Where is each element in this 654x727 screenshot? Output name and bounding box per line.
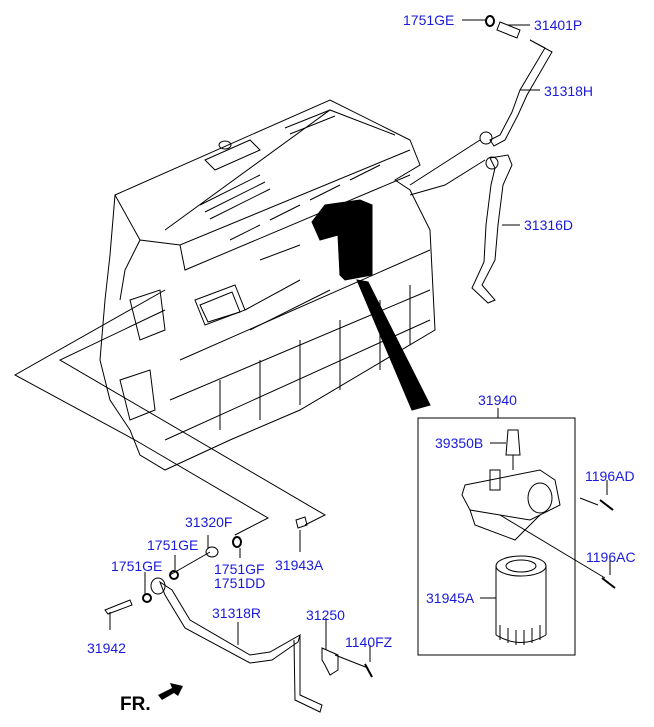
seal-ring-icon: [485, 15, 495, 27]
fitting-icon: [496, 21, 521, 39]
oil-filter-silhouette: [311, 199, 373, 281]
part-label-39350B[interactable]: 39350B: [435, 435, 484, 451]
part-label-1751GF[interactable]: 1751GF: [214, 561, 265, 577]
part-label-1140FZ[interactable]: 1140FZ: [345, 634, 393, 650]
part-label-31250[interactable]: 31250: [306, 607, 345, 623]
part-label-1751DD[interactable]: 1751DD: [214, 575, 266, 591]
part-label-31318H[interactable]: 31318H: [544, 83, 594, 99]
part-label-31943A[interactable]: 31943A: [275, 557, 324, 573]
part-label-1751GE-low[interactable]: 1751GE: [111, 558, 163, 574]
part-label-1751GE-top[interactable]: 1751GE: [403, 12, 455, 28]
part-label-31940[interactable]: 31940: [478, 392, 517, 408]
front-arrow-icon: [158, 683, 183, 700]
part-label-31401P[interactable]: 31401P: [534, 17, 583, 33]
front-indicator: FR.: [120, 694, 151, 715]
part-label-31318R[interactable]: 31318R: [212, 605, 262, 621]
part-label-1196AD[interactable]: 1196AD: [585, 468, 635, 484]
part-label-31945A[interactable]: 31945A: [426, 590, 475, 606]
part-label-1196AC[interactable]: 1196AC: [586, 549, 636, 565]
engine-block-illustration: [99, 99, 436, 471]
leader-wedge: [356, 279, 431, 411]
connector-icon: [205, 546, 219, 558]
part-label-31316D[interactable]: 31316D: [524, 217, 574, 233]
assembly-31940-frame: [417, 417, 576, 656]
part-label-1751GE-mid[interactable]: 1751GE: [147, 537, 199, 553]
oil-filter-cartridge: [495, 555, 547, 645]
part-label-31942[interactable]: 31942: [87, 640, 126, 656]
part-label-31320F[interactable]: 31320F: [185, 514, 233, 530]
